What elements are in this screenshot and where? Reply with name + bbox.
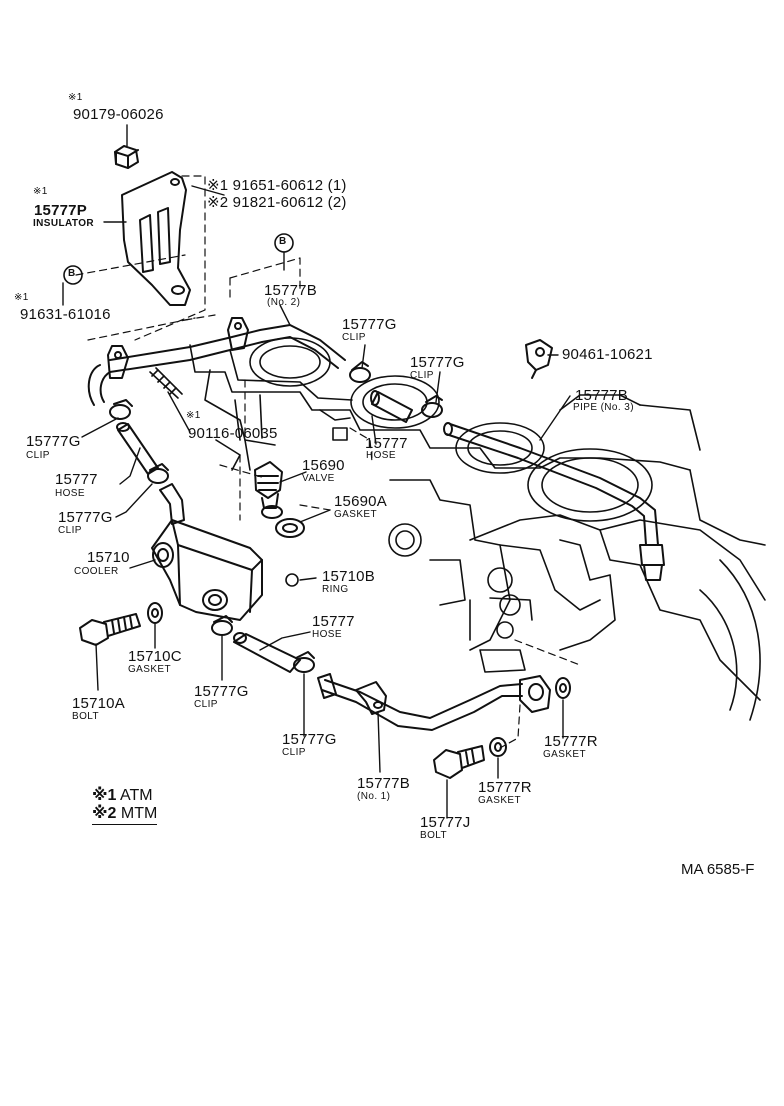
bolt-left-part-number: 91631-61016 [20, 306, 111, 323]
gasket-15777r-lower [489, 737, 507, 757]
hose-15777-lower [233, 632, 301, 673]
clip-c-part-number: 15777G [26, 433, 81, 450]
bolt-15777j [433, 745, 485, 779]
bolt-left-mark: ※1 [14, 292, 29, 303]
hose-lower-name: HOSE [312, 629, 342, 640]
insulator-15777p [121, 171, 191, 306]
hose-lower-part-number: 15777 [312, 613, 355, 630]
hose-left-name: HOSE [55, 488, 85, 499]
legend-text-atm: ATM [120, 787, 153, 804]
nut-part-number: 90179-06026 [73, 106, 164, 123]
clip-15777g-b [421, 395, 443, 418]
bolt-15710a [79, 613, 141, 646]
legend-row-atm: ※1 ATM [92, 788, 153, 804]
legend-text-mtm: MTM [120, 805, 158, 822]
gasket-r1-name: GASKET [543, 749, 586, 760]
diagram-code: MA 6585-F [681, 861, 755, 878]
legend-row-mtm: ※2 MTM [92, 805, 158, 825]
pipe-no2-15777b [87, 317, 346, 406]
ring-part-number: 15710B [322, 568, 375, 585]
bolt-a-name: BOLT [72, 711, 99, 722]
ring-15710b [285, 573, 299, 587]
cooler-part-number: 15710 [87, 549, 130, 566]
stud-part-number: 90116-06035 [188, 425, 278, 442]
pipe1-part-number: 15777B [357, 775, 410, 792]
clamp-90461-10621 [525, 339, 553, 379]
gasket-r1-part-number: 15777R [544, 733, 598, 750]
gasket-valve-part-number: 15690A [334, 493, 387, 510]
gasket-c-part-number: 15710C [128, 648, 182, 665]
bolt-top-part-line1: ※1 91651-60612 (1) [207, 177, 347, 194]
stud-mark: ※1 [186, 410, 201, 421]
marker-b-left [63, 265, 83, 285]
pipe3-name: PIPE (No. 3) [573, 402, 634, 413]
insulator-name: INSULATOR [33, 218, 95, 229]
hose-upper-part-number: 15777 [365, 435, 408, 452]
clip-b-part-number: 15777G [410, 354, 465, 371]
clip-a-part-number: 15777G [342, 316, 397, 333]
gasket-15710c [147, 602, 163, 624]
bolt-j-part-number: 15777J [420, 814, 471, 831]
pipe2-name: (No. 2) [267, 297, 301, 308]
clip-15777g-a [349, 361, 371, 383]
ring-name: RING [322, 584, 349, 595]
bolt-j-name: BOLT [420, 830, 447, 841]
pipe3-part-number: 15777B [575, 387, 628, 404]
oil-cooler-15710 [151, 519, 263, 621]
clip-f-name: CLIP [282, 747, 306, 758]
clamp-part-number: 90461-10621 [562, 346, 653, 363]
valve-part-number: 15690 [302, 457, 345, 474]
hose-upper-name: HOSE [366, 450, 396, 461]
insulator-mark: ※1 [33, 186, 48, 197]
gasket-c-name: GASKET [128, 664, 171, 675]
gasket-15690a [275, 518, 305, 538]
marker-b-left-letter: B [68, 268, 76, 279]
hose-left-part-number: 15777 [55, 471, 98, 488]
clip-e-part-number: 15777G [194, 683, 249, 700]
gasket-r2-name: GASKET [478, 795, 521, 806]
legend-mark-2: ※2 [92, 805, 117, 822]
pipe-no3-15777b [443, 422, 665, 581]
insulator-part-number: 15777P [34, 202, 87, 219]
nut-90179-06026 [114, 145, 139, 169]
hose-bend-to-cooler [159, 483, 185, 525]
clip-c-name: CLIP [26, 450, 50, 461]
hose-15777-upper [370, 390, 413, 423]
gasket-r2-part-number: 15777R [478, 779, 532, 796]
clip-d-name: CLIP [58, 525, 82, 536]
pipe1-name: (No. 1) [357, 791, 391, 802]
clip-a-name: CLIP [342, 332, 366, 343]
legend-mark-1: ※1 [92, 787, 117, 804]
valve-15690 [254, 461, 283, 519]
cooler-name: COOLER [74, 566, 119, 577]
pipe2-part-number: 15777B [264, 282, 317, 299]
bolt-a-part-number: 15710A [72, 695, 125, 712]
valve-name: VALVE [302, 473, 335, 484]
marker-b-top-letter: B [279, 236, 287, 247]
nut-mark: ※1 [68, 92, 83, 103]
stud-90116-06035 [149, 367, 183, 399]
hose-15777-left [116, 422, 159, 475]
clip-15777g-e [211, 615, 233, 636]
gasket-valve-name: GASKET [334, 509, 377, 520]
bolt-top-part-line2: ※2 91821-60612 (2) [207, 194, 347, 211]
clip-15777g-f [293, 651, 315, 673]
clip-15777g-c [109, 399, 133, 420]
clip-e-name: CLIP [194, 699, 218, 710]
gasket-15777r-right [555, 677, 571, 699]
leader-lines [62, 124, 571, 819]
pipe-no1-15777b [317, 673, 551, 731]
clip-d-part-number: 15777G [58, 509, 113, 526]
engine-block-outline [189, 337, 766, 721]
clip-b-name: CLIP [410, 370, 434, 381]
clip-f-part-number: 15777G [282, 731, 337, 748]
